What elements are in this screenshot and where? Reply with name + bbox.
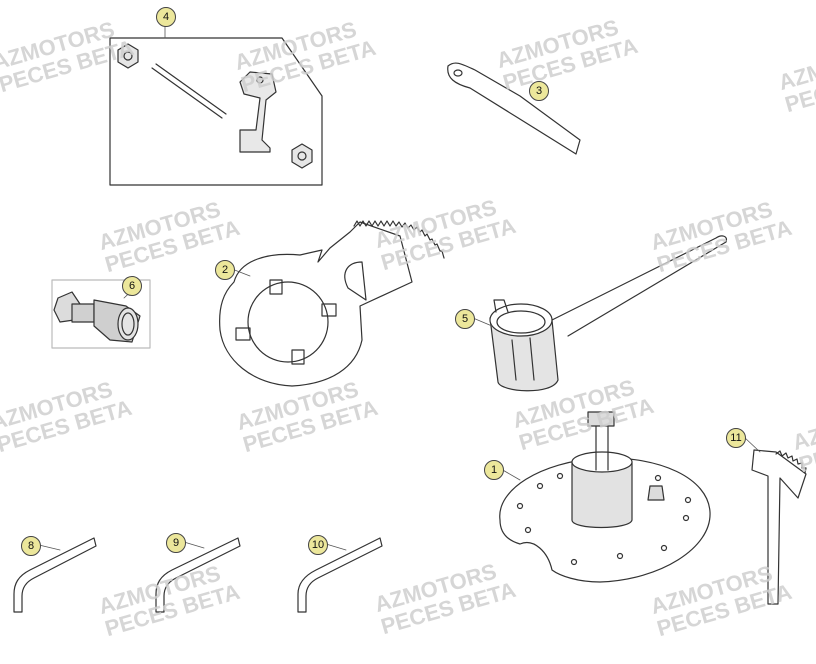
callout-6[interactable]: 6 [122, 276, 142, 296]
callout-5[interactable]: 5 [455, 309, 475, 329]
part-9-hex-key[interactable] [155, 537, 241, 613]
part-10-hex-key[interactable] [297, 537, 383, 613]
part-2-ring-wrench[interactable] [219, 220, 445, 387]
part-6-adapter[interactable] [51, 279, 151, 349]
part-5-cup-wrench[interactable] [489, 235, 727, 392]
callout-11[interactable]: 11 [726, 428, 746, 448]
part-1-puller-plate[interactable] [499, 411, 711, 583]
callout-2[interactable]: 2 [215, 260, 235, 280]
callout-4[interactable]: 4 [156, 7, 176, 27]
part-4-tool-kit[interactable] [109, 37, 323, 186]
part-8-hex-key[interactable] [13, 537, 97, 613]
callout-3[interactable]: 3 [529, 81, 549, 101]
callout-1[interactable]: 1 [484, 460, 504, 480]
callout-8[interactable]: 8 [21, 536, 41, 556]
callout-9[interactable]: 9 [166, 533, 186, 553]
part-11-toothed-tool[interactable] [751, 449, 807, 605]
callout-10[interactable]: 10 [308, 535, 328, 555]
part-3-strip-tool[interactable] [447, 62, 581, 155]
